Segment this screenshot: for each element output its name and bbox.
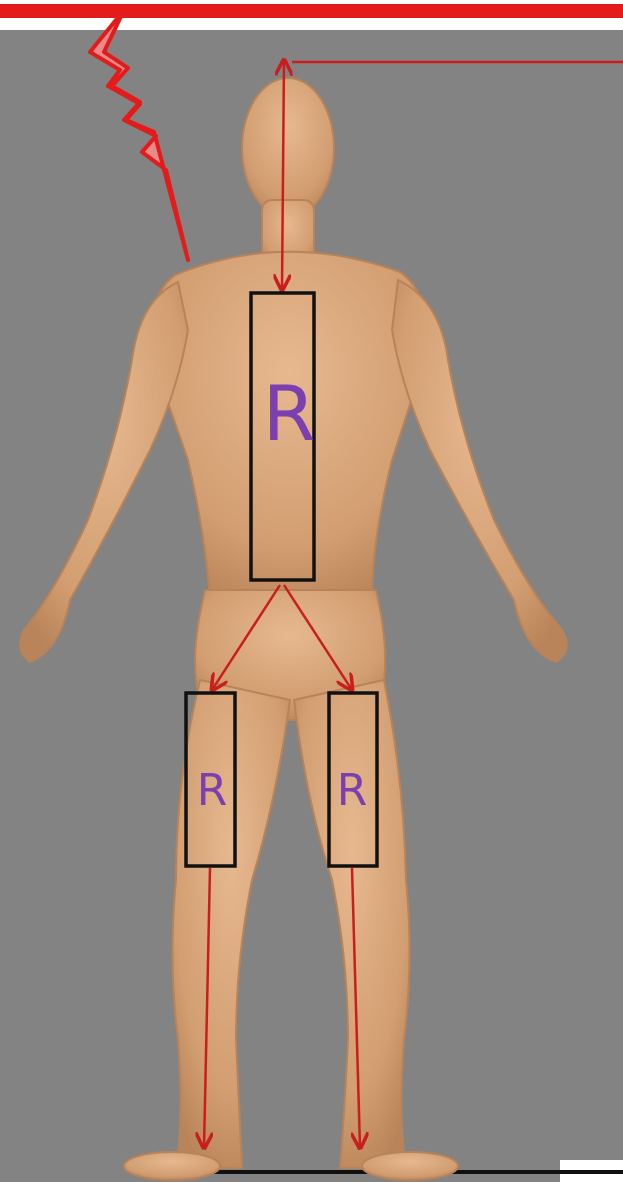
power-line-wire <box>0 4 623 18</box>
right-leg-resistor-label: R <box>337 765 368 816</box>
torso-resistor-label: R <box>263 369 316 458</box>
left-leg-resistor-label: R <box>197 765 228 816</box>
left-foot <box>124 1152 220 1180</box>
right-foot <box>362 1152 458 1180</box>
head <box>242 78 334 218</box>
